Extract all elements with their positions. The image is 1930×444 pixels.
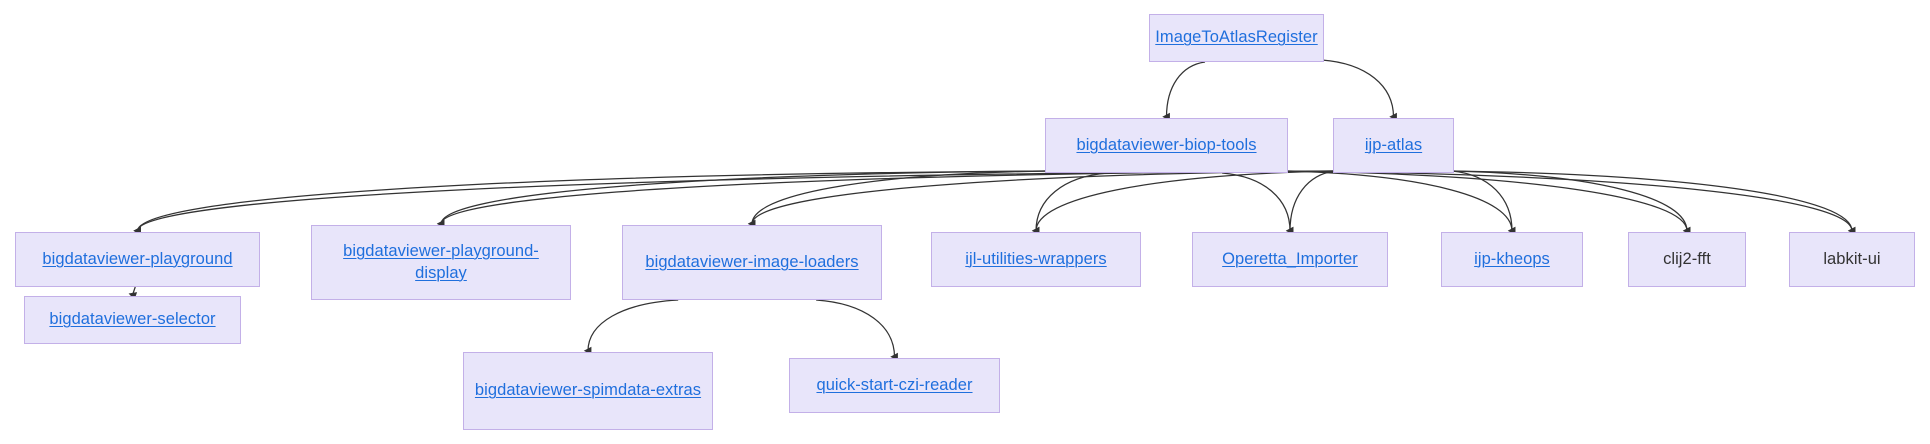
edge-ijp-atlas-to-Operetta_Importer — [1285, 170, 1336, 235]
node-Operetta_Importer[interactable]: Operetta_Importer — [1192, 232, 1388, 287]
node-label[interactable]: Operetta_Importer — [1222, 249, 1358, 268]
node-label[interactable]: ijl-utilities-wrappers — [965, 249, 1107, 268]
node-label[interactable]: bigdataviewer-selector — [49, 310, 216, 329]
node-label[interactable]: ImageToAtlasRegister — [1155, 28, 1318, 47]
node-label[interactable]: ijp-atlas — [1364, 135, 1423, 154]
edge-bigdataviewer-biop-tools-to-bigdataviewer-image-loaders — [747, 170, 1048, 228]
edge-ijp-atlas-to-ijl-utilities-wrappers — [1031, 170, 1336, 235]
node-label[interactable]: bigdataviewer-image-loaders — [645, 252, 859, 271]
node-label[interactable]: ijp-kheops — [1474, 249, 1550, 268]
edge-bigdataviewer-biop-tools-to-ijp-kheops — [1285, 170, 1516, 235]
edge-bigdataviewer-biop-tools-to-bigdataviewer-playground — [133, 170, 1048, 235]
edge-bigdataviewer-biop-tools-to-labkit-ui — [1285, 170, 1856, 235]
edge-bigdataviewer-image-loaders-to-quick-start-czi-reader — [816, 299, 898, 361]
edge-bigdataviewer-playground-to-bigdataviewer-selector — [128, 286, 138, 300]
node-label[interactable]: bigdataviewer-biop-tools — [1076, 135, 1257, 154]
edge-ijp-atlas-to-labkit-ui — [1451, 170, 1856, 235]
edge-ijp-atlas-to-bigdataviewer-image-loaders — [747, 170, 1336, 228]
node-label[interactable]: bigdataviewer-playground — [42, 249, 233, 268]
node-bigdataviewer-spimdata-extras[interactable]: bigdataviewer-spimdata-extras — [463, 352, 713, 430]
edge-ijp-atlas-to-ijp-kheops — [1451, 170, 1516, 235]
edge-ijp-atlas-to-bigdataviewer-playground — [133, 170, 1336, 235]
node-clij2-fft[interactable]: clij2-fft — [1628, 232, 1746, 287]
edge-bigdataviewer-biop-tools-to-ijl-utilities-wrappers — [1031, 172, 1108, 235]
node-bigdataviewer-selector[interactable]: bigdataviewer-selector — [24, 296, 241, 344]
node-label[interactable]: bigdataviewer-spimdata-extras — [474, 381, 702, 400]
node-label[interactable]: bigdataviewer-playground-display — [343, 241, 539, 282]
edge-ijp-atlas-to-clij2-fft — [1451, 170, 1691, 235]
node-ijp-atlas[interactable]: ijp-atlas — [1333, 118, 1454, 173]
node-ijp-kheops[interactable]: ijp-kheops — [1441, 232, 1583, 287]
edge-ijp-atlas-to-bigdataviewer-playground-display — [436, 170, 1336, 228]
edge-ImageToAtlasRegister-to-ijp-atlas — [1321, 59, 1397, 121]
node-ijl-utilities-wrappers[interactable]: ijl-utilities-wrappers — [931, 232, 1141, 287]
edge-bigdataviewer-biop-tools-to-clij2-fft — [1285, 170, 1691, 235]
node-quick-start-czi-reader[interactable]: quick-start-czi-reader — [789, 358, 1000, 413]
node-label: labkit-ui — [1823, 249, 1881, 268]
edge-bigdataviewer-biop-tools-to-Operetta_Importer — [1222, 172, 1294, 235]
node-ImageToAtlasRegister[interactable]: ImageToAtlasRegister — [1149, 14, 1324, 62]
edge-bigdataviewer-biop-tools-to-bigdataviewer-playground-display — [436, 170, 1048, 228]
node-bigdataviewer-playground-display[interactable]: bigdataviewer-playground-display — [311, 225, 571, 300]
node-labkit-ui[interactable]: labkit-ui — [1789, 232, 1915, 287]
node-label[interactable]: quick-start-czi-reader — [816, 375, 973, 394]
edge-ImageToAtlasRegister-to-bigdataviewer-biop-tools — [1162, 61, 1206, 121]
node-bigdataviewer-image-loaders[interactable]: bigdataviewer-image-loaders — [622, 225, 882, 300]
edge-bigdataviewer-image-loaders-to-bigdataviewer-spimdata-extras — [583, 299, 679, 355]
node-bigdataviewer-biop-tools[interactable]: bigdataviewer-biop-tools — [1045, 118, 1288, 173]
node-bigdataviewer-playground[interactable]: bigdataviewer-playground — [15, 232, 260, 287]
node-label: clij2-fft — [1663, 249, 1711, 268]
